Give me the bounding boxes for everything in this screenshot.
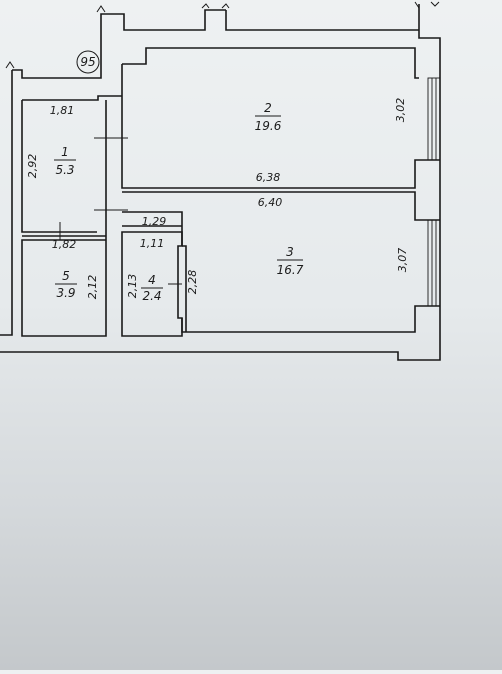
dim-room-5-width: 1,82 [52,238,77,251]
room-2-number: 2 [264,101,272,115]
room-1-number: 1 [61,145,69,159]
dim-room-1-width: 1,81 [50,104,75,117]
building-number-circle [76,50,100,74]
dim-room-2-height: 3,02 [394,98,407,123]
room-1-area: 5.3 [55,163,74,177]
room-4-label: 4 2.4 [141,273,163,303]
room-5-label: 5 3.9 [55,269,77,300]
dim-room-2-width: 6,38 [256,171,281,184]
room-5-area: 3.9 [56,286,75,300]
room-2-area: 19.6 [255,119,282,133]
room-1-walls [21,95,122,337]
window-room-3 [427,219,441,307]
room-2-walls [121,47,440,221]
room-2-label: 2 19.6 [255,101,282,133]
dim-room-3-height: 3,07 [396,248,409,273]
dim-room-4-height-2: 2,28 [186,270,199,295]
room-4-number: 4 [148,273,156,287]
room-5-number: 5 [62,269,70,283]
room-4-area: 2.4 [142,289,161,303]
corridor-marks [59,137,128,240]
dim-room-4-height: 2,13 [126,274,139,299]
window-room-2 [427,77,441,161]
room-3-number: 3 [286,245,294,259]
outer-wall [0,4,441,361]
room-3-area: 16.7 [277,263,304,277]
room-1-label: 1 5.3 [54,145,76,177]
dim-room-5-height: 2,12 [86,275,99,300]
dim-room-4-width: 1,11 [140,237,165,250]
dim-room-1-height: 2,92 [26,154,39,179]
dim-corridor: 1,29 [142,215,167,228]
outer-wall-top-left [0,70,13,336]
room-3-label: 3 16.7 [277,245,304,277]
room-3-walls [122,211,440,333]
building-number: 95 [80,55,95,69]
dim-room-3-top: 6,40 [258,196,283,209]
break-mark-top [5,1,440,69]
